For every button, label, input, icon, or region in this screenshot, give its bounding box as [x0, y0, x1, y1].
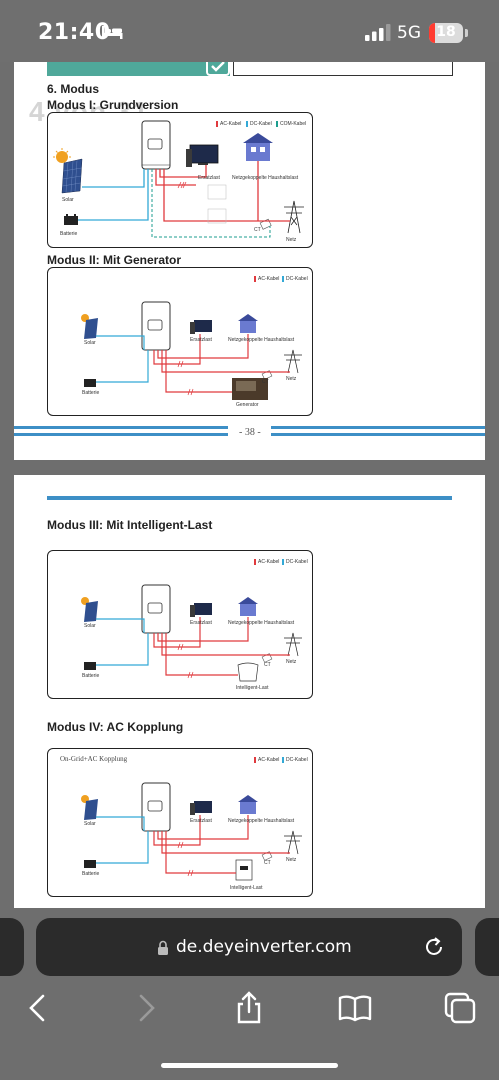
cellular-signal-icon — [365, 24, 391, 41]
tabs-icon[interactable] — [442, 990, 478, 1026]
sleep-focus-icon — [102, 26, 123, 39]
header-rule — [47, 496, 452, 500]
mode3-diagram: AC-Kabel DC-Kabel Solar Batterie Ersatzl… — [47, 550, 313, 699]
footer-rule-right-2 — [271, 433, 485, 436]
label-solar: Solar — [84, 623, 96, 629]
label-solar: Solar — [62, 197, 74, 203]
label-home-load: Netzgekoppelte Haushaltslast — [228, 337, 295, 343]
label-battery: Batterie — [82, 673, 100, 679]
mode3-wiring — [81, 584, 302, 682]
legend-com: COM-Kabel — [275, 121, 307, 127]
label-ct: CT — [254, 227, 261, 233]
battery-indicator: 18 — [429, 23, 463, 43]
label-solar: Solar — [84, 821, 96, 827]
label-battery: Batterie — [60, 231, 78, 237]
label-battery: Batterie — [82, 871, 100, 877]
page-number: - 38 - — [239, 427, 261, 438]
label-ct: CT — [262, 379, 269, 385]
status-bar: 21:40 5G 18 — [0, 0, 499, 62]
forward-icon[interactable] — [128, 990, 164, 1026]
label-smart-load: Intelligent-Last — [236, 685, 269, 691]
legend-dc: DC-Kabel — [282, 276, 308, 282]
status-time: 21:40 — [38, 20, 111, 45]
mode1-title: Modus I: Grundversion — [47, 98, 179, 112]
document-page-39: Modus III: Mit Intelligent-Last AC-Kabel… — [14, 475, 485, 908]
battery-level: 18 — [436, 24, 456, 40]
footer-rule-left — [14, 426, 228, 429]
table-cell-empty — [233, 62, 453, 76]
mode4-wiring — [81, 782, 302, 881]
address-bar[interactable] — [36, 918, 462, 976]
footer-rule-right — [271, 426, 485, 429]
label-smart-load: Intelligent-Last — [230, 885, 263, 891]
legend-dc: DC-Kabel — [282, 757, 308, 763]
label-backup-load: Ersatzlast — [190, 818, 212, 824]
label-battery: Batterie — [82, 390, 100, 396]
url-text[interactable]: de.deyeinverter.com — [176, 937, 352, 957]
label-generator: Generator — [236, 402, 259, 408]
battery-fill — [429, 23, 436, 43]
label-grid: Netz — [286, 659, 297, 665]
label-grid: Netz — [286, 857, 297, 863]
mode1-wiring — [53, 120, 304, 238]
label-home-load: Netzgekoppelte Haushaltslast — [228, 620, 295, 626]
section-title: 6. Modus — [47, 82, 100, 96]
previous-tab[interactable] — [0, 918, 24, 976]
label-backup-load: Ersatzlast — [198, 175, 220, 181]
mode2-diagram: AC-Kabel DC-Kabel Solar Batterie Ersatzl… — [47, 267, 313, 416]
network-type: 5G — [397, 23, 421, 43]
label-ct: CT — [264, 860, 271, 866]
mode4-title: Modus IV: AC Kopplung — [47, 720, 184, 734]
legend-ac: AC-Kabel — [253, 276, 280, 282]
legend-dc: DC-Kabel — [246, 121, 272, 127]
table-cell-green — [47, 62, 230, 76]
mode2-title: Modus II: Mit Generator — [47, 253, 182, 267]
label-home-load: Netzgekoppelte Haushaltslast — [228, 818, 295, 824]
battery-nub — [465, 29, 468, 37]
share-icon[interactable] — [231, 990, 267, 1026]
reload-icon[interactable] — [423, 936, 445, 958]
home-indicator[interactable] — [161, 1063, 338, 1068]
label-backup-load: Ersatzlast — [190, 337, 212, 343]
label-backup-load: Ersatzlast — [190, 620, 212, 626]
mode1-diagram: AC-Kabel DC-Kabel COM-Kabel Solar Batter… — [47, 112, 313, 248]
label-ct: CT — [264, 662, 271, 668]
label-grid: Netz — [286, 376, 297, 382]
legend-dc: DC-Kabel — [282, 559, 308, 565]
mode4-caption: On-Grid+AC Kopplung — [60, 755, 128, 763]
mode3-title: Modus III: Mit Intelligent-Last — [47, 518, 213, 532]
label-solar: Solar — [84, 340, 96, 346]
label-home-load: Netzgekoppelte Haushaltslast — [232, 175, 299, 181]
mode2-wiring — [81, 301, 302, 400]
bookmarks-icon[interactable] — [337, 990, 373, 1026]
legend-ac: AC-Kabel — [253, 559, 280, 565]
label-grid: Netz — [286, 237, 297, 243]
lock-icon — [158, 940, 168, 955]
legend-ac: AC-Kabel — [215, 121, 242, 127]
legend-ac: AC-Kabel — [253, 757, 280, 763]
back-icon[interactable] — [20, 990, 56, 1026]
checkmark-icon — [206, 62, 230, 76]
mode4-diagram: On-Grid+AC Kopplung AC-Kabel DC-Kabel So… — [47, 748, 313, 897]
footer-rule-left-2 — [14, 433, 228, 436]
document-page-38: 4 von 31 6. Modus Modus I: Grundversion — [14, 62, 485, 460]
next-tab[interactable] — [475, 918, 499, 976]
